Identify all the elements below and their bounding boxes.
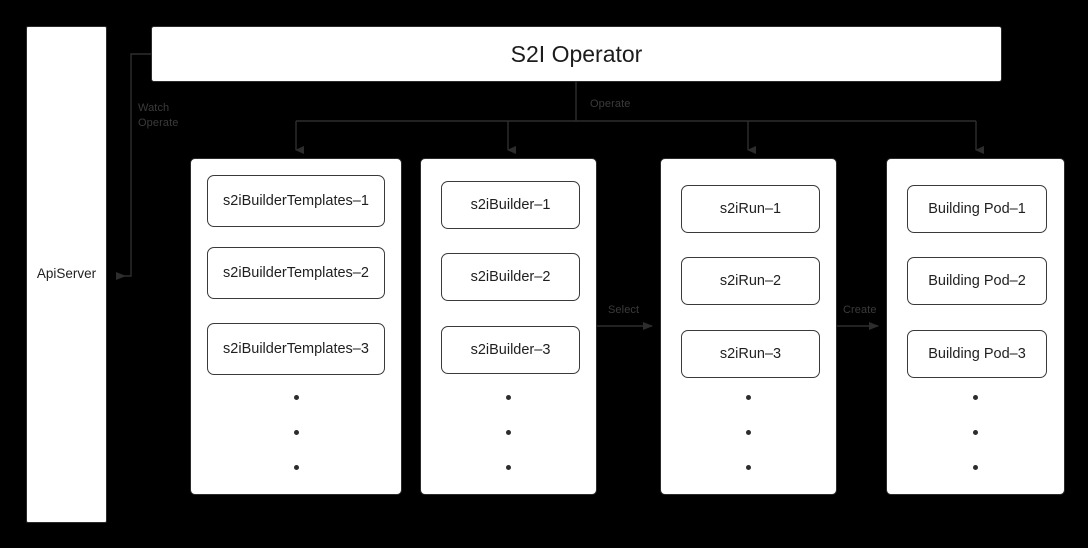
edge-label-operate: Operate (590, 98, 631, 110)
list-item[interactable]: Building Pod–3 (907, 330, 1047, 378)
ellipsis-indicator (887, 395, 1064, 481)
list-item[interactable]: s2iRun–2 (681, 257, 820, 305)
list-item[interactable]: s2iBuilderTemplates–2 (207, 247, 385, 299)
edge-watch-operate (116, 53, 151, 280)
item-stack: s2iBuilder–1 s2iBuilder–2 s2iBuilder–3 (421, 159, 596, 494)
edge-label-create: Create (843, 304, 877, 316)
ellipsis-indicator (421, 395, 596, 481)
item-stack: s2iBuilderTemplates–1 s2iBuilderTemplate… (191, 159, 401, 494)
list-item[interactable]: s2iBuilder–3 (441, 326, 580, 374)
s2ibuildertemplates-group[interactable]: s2iBuilderTemplates–1 s2iBuilderTemplate… (190, 158, 402, 495)
edge-label-select: Select (608, 304, 640, 316)
edge-operate-fanout (295, 82, 984, 154)
list-item[interactable]: s2iRun–3 (681, 330, 820, 378)
list-item[interactable]: s2iRun–1 (681, 185, 820, 233)
list-item[interactable]: s2iBuilder–2 (441, 253, 580, 301)
apiserver-label: ApiServer (36, 266, 97, 281)
list-item[interactable]: s2iBuilderTemplates–1 (207, 175, 385, 227)
s2ibuilder-group[interactable]: s2iBuilder–1 s2iBuilder–2 s2iBuilder–3 (420, 158, 597, 495)
s2irun-group[interactable]: s2iRun–1 s2iRun–2 s2iRun–3 (660, 158, 837, 495)
apiserver-box[interactable] (26, 26, 107, 523)
item-stack: Building Pod–1 Building Pod–2 Building P… (887, 159, 1064, 494)
list-item[interactable]: Building Pod–2 (907, 257, 1047, 305)
ellipsis-indicator (661, 395, 836, 481)
item-stack: s2iRun–1 s2iRun–2 s2iRun–3 (661, 159, 836, 494)
list-item[interactable]: s2iBuilder–1 (441, 181, 580, 229)
edge-label-watch-operate: Watch Operate (138, 102, 179, 129)
s2i-operator-box[interactable] (151, 26, 1002, 82)
ellipsis-indicator (191, 395, 401, 481)
list-item[interactable]: Building Pod–1 (907, 185, 1047, 233)
list-item[interactable]: s2iBuilderTemplates–3 (207, 323, 385, 375)
page-title: S2I Operator (510, 41, 643, 67)
building-pod-group[interactable]: Building Pod–1 Building Pod–2 Building P… (886, 158, 1065, 495)
